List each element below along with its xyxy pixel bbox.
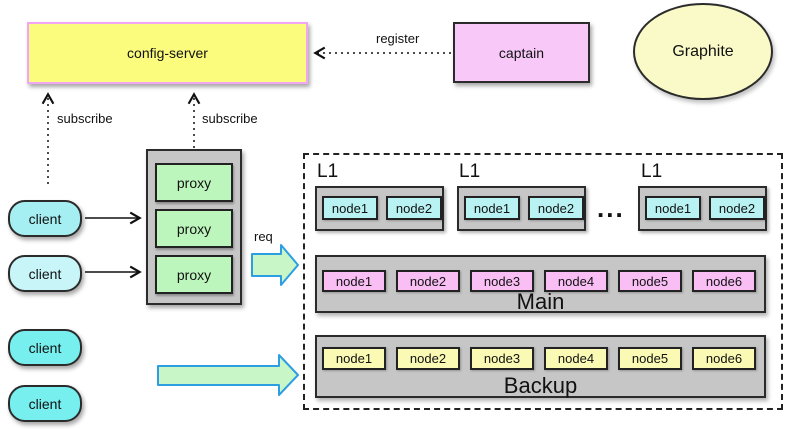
main-node-label: node1 [335,273,373,289]
l1-group-title: L1 [641,161,663,182]
proxy-box: proxy [155,255,233,294]
l1-node-label: node2 [395,200,433,216]
l1-node: node1 [322,196,378,220]
l1-node-label: node1 [654,200,692,216]
l1-node-label: node2 [537,200,575,216]
l1-group-box: node1 node2 [638,186,767,231]
backup-node: node3 [470,347,534,370]
captain-box: captain [453,22,590,83]
l1-ellipsis: ... [597,193,625,223]
main-node: node1 [322,270,386,292]
subscribe-right-label: subscribe [202,111,258,126]
backup-node: node2 [396,347,460,370]
client-box: client [8,329,82,366]
main-node: node2 [396,270,460,292]
l1-node: node1 [645,196,701,220]
backup-node: node5 [618,347,682,370]
client-label: client [28,339,62,356]
main-node: node6 [692,270,756,292]
backup-node-label: node1 [335,351,373,366]
l1-node: node2 [386,196,442,220]
proxy-label: proxy [176,220,212,237]
l1-node-label: node2 [718,200,756,216]
backup-node: node6 [692,347,756,370]
req-block-arrow [251,244,299,286]
main-node-label: node6 [705,273,743,289]
l1-group-title: L1 [317,161,339,182]
backup-node-label: node4 [557,351,595,366]
backup-node: node1 [322,347,386,370]
captain-label: captain [498,44,545,61]
main-node-label: node5 [631,273,669,289]
l1-group-box: node1 node2 [457,186,586,231]
proxy-stack: proxy proxy proxy [146,149,242,305]
graphite-label: Graphite [672,42,734,60]
backup-row-title: Backup [503,373,578,398]
config-server-label: config-server [127,45,208,61]
l1-node-label: node1 [331,200,369,216]
backup-block-arrow [157,354,299,396]
l1-group-box: node1 node2 [315,186,444,231]
config-server-box: config-server [27,22,308,84]
client-box: client [8,385,82,422]
main-node: node4 [544,270,608,292]
backup-node-label: node3 [483,351,521,366]
main-row: node1 node2 node3 node4 node5 node6 Main [315,255,766,314]
proxy-label: proxy [176,174,212,191]
client-box: client [8,200,82,237]
backup-row: node1 node2 node3 node4 node5 node6 Back… [315,335,766,398]
client-label: client [28,395,62,412]
main-node-label: node3 [483,273,521,289]
l1-node: node2 [709,196,765,220]
main-node-label: node4 [557,273,595,289]
proxy-box: proxy [155,209,233,248]
graphite-ellipse: Graphite [633,3,773,100]
l1-group-title: L1 [459,161,481,182]
main-node: node3 [470,270,534,292]
backup-node-label: node6 [705,351,743,366]
client-label: client [28,265,62,282]
register-label: register [376,31,420,46]
subscribe-left-label: subscribe [57,111,113,126]
backup-node-label: node5 [631,351,669,366]
client-label: client [28,210,62,227]
proxy-label: proxy [176,266,212,283]
l1-node: node1 [464,196,520,220]
main-row-title: Main [516,289,565,314]
req-label: req [254,229,273,244]
proxy-box: proxy [155,163,233,202]
client-box: client [8,255,82,292]
main-node: node5 [618,270,682,292]
backup-node: node4 [544,347,608,370]
l1-node: node2 [528,196,584,220]
backup-node-label: node2 [409,351,447,366]
main-node-label: node2 [409,273,447,289]
l1-node-label: node1 [473,200,511,216]
